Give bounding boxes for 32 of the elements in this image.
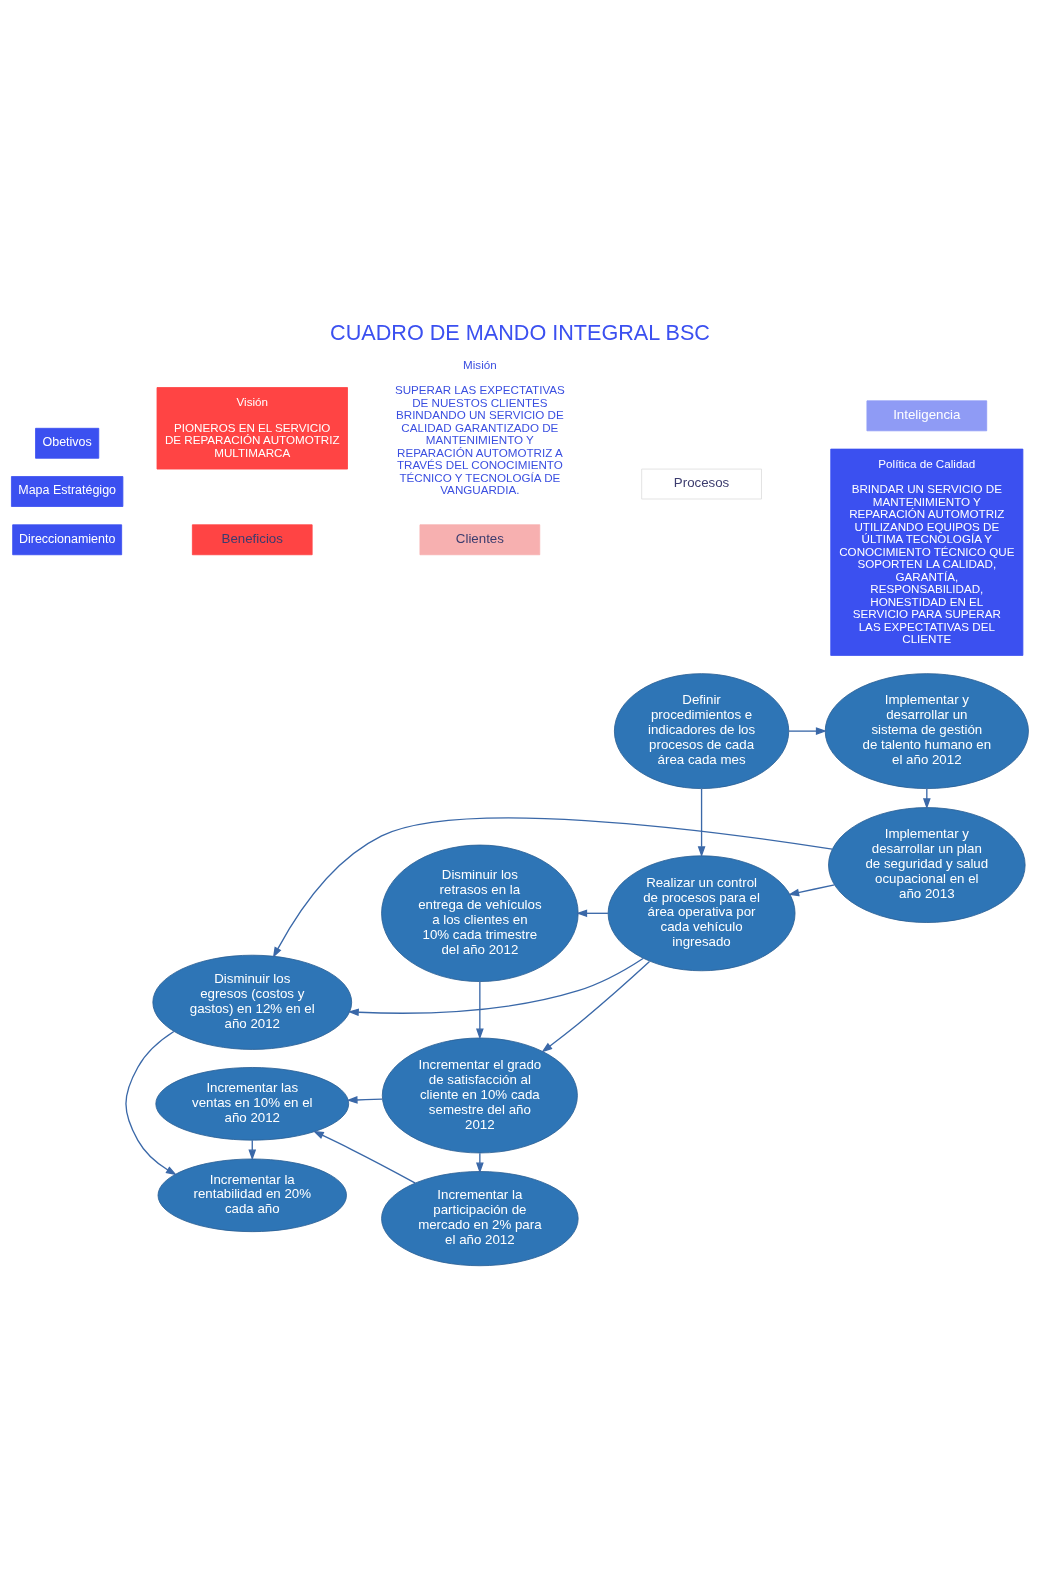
arrow [476,981,484,1040]
arrow [272,817,833,959]
node-text: Misión SUPERAR LAS EXPECTATIVAS DE NUESTOS CLIENTES BRINDANDO UN SERVICIO DE CALIDAD GARANTIZADO DE MANTENIMIENTO Y REPARACIÓN AUTOMOTRIZ A TRAVÉS DEL CONOCIMIENTO TÉCNICO Y TECNOLOGÍA DE VANGUARDIA. [394,357,565,497]
node-box: Visión PIONEROS EN EL SERVICIO DE REPARACIÓN AUTOMOTRIZ MULTIMARCA [156,387,348,470]
node-ellipse: Implementar y desarrollar un sistema de gestión de talento humano en el año 2012 [824,673,1029,789]
arrow [476,1152,484,1174]
node-ellipse: Realizar un control de procesos para el área operativa por cada vehículo ingresado [607,855,796,972]
label: Direccionamiento [18,531,116,546]
node-box: Beneficios [191,524,313,556]
arrow [125,1030,177,1176]
label: Obetivos [42,435,92,450]
node-ellipse: Disminuir los retrasos en la entrega de vehículos a los clientes en 10% cada trimestre del año 2012 [381,844,579,982]
node-ellipse: Incrementar la participación de mercado en 2% para el año 2012 [381,1171,579,1267]
node-box: Política de Calidad BRINDAR UN SERVICIO DE MANTENIMIENTO Y REPARACIÓN AUTOMOTRIZ UTILIZANDO EQUIPOS DE ÚLTIMA TECNOLOGÍA Y CONOCIMIENTO TÉCNICO QUE SOPORTEN LA CALIDAD, GARANTÍA, RESPONSABILIDAD, HONESTIDAD EN EL SERVICIO PARA SUPERAR LAS EXPECTATIVAS DEL CLIENTE [830,448,1024,656]
arrow [576,909,609,918]
arrow [697,788,706,858]
label: Mapa Estratégigo [18,483,117,498]
node-box: Procesos [641,468,762,500]
node-ellipse: Implementar y desarrollar un plan de seguridad y salud ocupacional en el año 2013 [828,807,1026,923]
node-ellipse: Incrementar el grado de satisfacción al cliente en 10% cada semestre del año 2012 [381,1037,578,1154]
arrow [346,1096,383,1104]
node-ellipse: Definir procedimientos e indicadores de los procesos de cada área cada mes [613,673,790,789]
diagram-title: CUADRO DE MANDO INTEGRAL BSC [330,319,710,345]
node-box: Clientes [419,524,541,556]
arrow [788,884,836,897]
node-ellipse: Disminuir los egresos (costos y gastos) en 12% en el año 2012 [152,954,353,1050]
node-ellipse: Incrementar la rentabilidad en 20% cada año [157,1158,347,1233]
arrow [541,960,651,1053]
arrow [347,957,644,1017]
node-box: Inteligencia [866,400,988,432]
arrow [312,1130,416,1184]
arrow [788,727,827,735]
